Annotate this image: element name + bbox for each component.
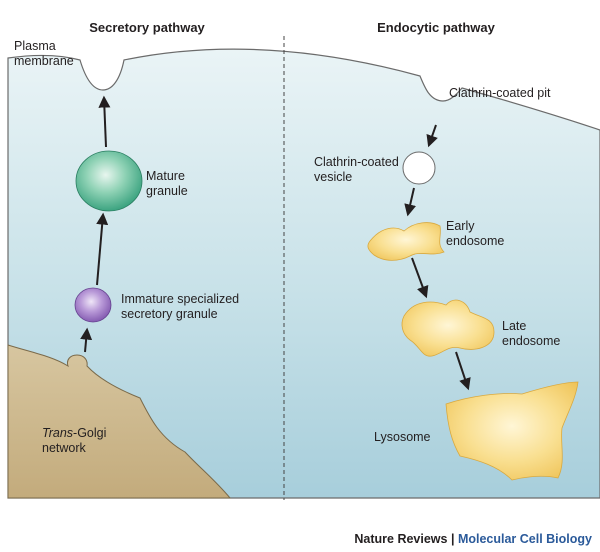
secretory-pathway-heading: Secretory pathway [89, 20, 205, 35]
arrow-mature-to-membrane [98, 95, 111, 148]
plasma-membrane-label: Plasma membrane [14, 39, 74, 68]
cytoplasm [7, 48, 600, 499]
mature-granule-label: Mature granule [146, 169, 188, 198]
arrow-late-to-lysosome [455, 351, 471, 391]
endocytic-pathway-heading: Endocytic pathway [377, 20, 496, 35]
clathrin-vesicle-label: Clathrin-coated vesicle [314, 155, 402, 184]
credit-separator: | [447, 532, 457, 546]
immature-granule-label: Immature specialized secretory granule [121, 292, 243, 321]
mature-granule [75, 150, 143, 212]
early-endosome-label: Early endosome [446, 219, 504, 248]
early-endosome [367, 222, 445, 261]
lysosome-label: Lysosome [374, 430, 431, 444]
arrow-golgi-to-immature [80, 327, 93, 353]
arrow-immature-to-mature [96, 212, 109, 286]
arrow-pit-to-vesicle [426, 124, 438, 148]
credit-journal: Nature Reviews [354, 532, 447, 546]
trans-golgi-network [7, 344, 232, 499]
arrow-early-to-late [411, 257, 429, 299]
late-endosome [401, 299, 495, 357]
trans-golgi-label: Trans-Golgi network [42, 426, 110, 455]
journal-credit: Nature Reviews | Molecular Cell Biology [354, 532, 592, 546]
clathrin-pit-label: Clathrin-coated pit [449, 86, 551, 100]
credit-section: Molecular Cell Biology [458, 532, 592, 546]
clathrin-coated-vesicle [402, 151, 436, 185]
immature-granule [74, 287, 112, 323]
late-endosome-label: Late endosome [502, 319, 560, 348]
arrow-vesicle-to-early [404, 187, 417, 217]
lysosome [445, 381, 579, 481]
